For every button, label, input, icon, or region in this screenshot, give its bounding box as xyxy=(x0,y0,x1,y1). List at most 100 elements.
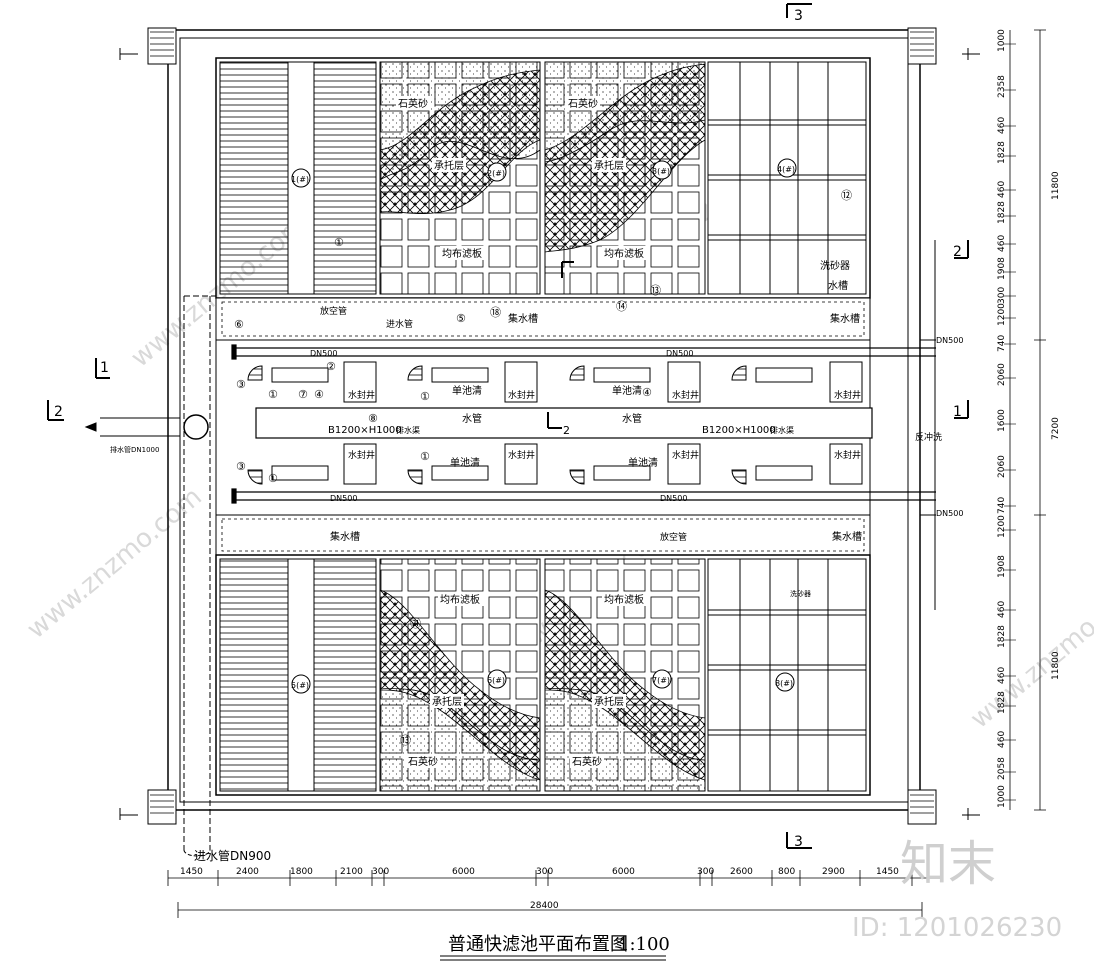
callout-4b: ④ xyxy=(642,386,652,399)
label-pipe-bot: DN500 xyxy=(330,494,357,503)
callout-13b: ⑬ xyxy=(400,734,411,747)
label-trough-bottom-right: 集水槽 xyxy=(832,530,862,543)
label-gravel-2: 石英砂 xyxy=(398,97,428,110)
dim-r-10: 740 xyxy=(997,335,1007,352)
bed-6-label: 6(#) xyxy=(487,676,505,685)
label-channel-1: B1200×H1000 xyxy=(328,425,402,436)
label-pipe-right-top: DN500 xyxy=(936,336,963,345)
callout-2: ② xyxy=(326,360,336,373)
label-feed-top: 进水管 xyxy=(386,318,413,330)
label-drain-bottom: 放空管 xyxy=(660,531,687,543)
outlet-label: 排水管DN1000 xyxy=(110,445,159,454)
dim-b-6: 300 xyxy=(536,867,553,877)
dim-b-total: 28400 xyxy=(530,901,559,911)
label-trough-top-right: 集水槽 xyxy=(830,312,860,325)
inlet-pipe xyxy=(84,295,216,857)
label-trough-bottom: 集水槽 xyxy=(330,530,360,543)
callout-8: ⑧ xyxy=(368,412,378,425)
corner-columns xyxy=(147,27,937,825)
dim-b-8: 300 xyxy=(697,867,714,877)
callout-6: ⑥ xyxy=(234,318,244,331)
dim-b-7: 6000 xyxy=(612,867,635,877)
bed-3-label: 3(#) xyxy=(652,167,670,176)
section-3-bottom: 3 xyxy=(794,834,803,850)
label-support-2: 承托层 xyxy=(434,159,464,172)
watermark-5: www.znzmo.com xyxy=(965,571,1094,734)
callout-3b: ③ xyxy=(236,460,246,473)
label-pipe-top: DN500 xyxy=(310,349,337,358)
callout-21: ㉑ xyxy=(410,617,421,630)
bottom-channel-dashed xyxy=(221,518,865,552)
dim-r-9: 1200 xyxy=(997,303,1007,326)
title-underline xyxy=(440,955,666,961)
dim-r-14: 740 xyxy=(997,497,1007,514)
bed-labels: 1(#) 2(#) 3(#) 4(#) 5(#) 6(#) 7(#) 8(#) xyxy=(291,158,797,694)
label-seal-1: 水封井 xyxy=(348,389,375,401)
dim-r-13: 2060 xyxy=(997,455,1007,478)
label-wash: 洗砂器 xyxy=(820,259,850,272)
label-single-top-r2: 水管 xyxy=(622,412,642,425)
dim-r-3: 1828 xyxy=(997,141,1007,164)
callout-4a: ④ xyxy=(314,388,324,401)
callout-7: ⑦ xyxy=(298,388,308,401)
label-trough-top: 集水槽 xyxy=(508,312,538,325)
dim-b-11: 2900 xyxy=(822,867,845,877)
inner-wall xyxy=(179,37,909,803)
section-1-left: 1 xyxy=(100,360,109,376)
top-channel-dashed xyxy=(221,301,865,337)
bed-1-label: 1(#) xyxy=(291,175,309,184)
dim-r-total-top: 11800 xyxy=(1051,171,1061,200)
section-2-inner: 2 xyxy=(563,424,570,437)
dim-r-23: 1000 xyxy=(997,785,1007,808)
dim-b-0: 1450 xyxy=(180,867,203,877)
right-pipes xyxy=(920,240,936,610)
bed-4-area xyxy=(707,61,867,295)
bed-7-support xyxy=(544,589,706,781)
dim-r-0: 1000 xyxy=(997,29,1007,52)
drain-channel xyxy=(255,407,873,439)
dim-r-16: 1908 xyxy=(997,555,1007,578)
label-gravel-7: 石英砂 xyxy=(572,755,602,768)
bed-6-support xyxy=(379,589,541,781)
label-seal-6: 水封井 xyxy=(508,449,535,461)
bed-5-label: 5(#) xyxy=(291,681,309,690)
dim-r-21: 460 xyxy=(997,731,1007,748)
label-plate-3: 均布滤板 xyxy=(604,247,644,260)
dim-r-total-bot: 11800 xyxy=(1051,651,1061,680)
label-seal-8: 水封井 xyxy=(834,449,861,461)
dim-r-22: 2058 xyxy=(997,757,1007,780)
section-2-left: 2 xyxy=(54,404,63,420)
label-plate-7: 均布滤板 xyxy=(604,593,644,606)
dim-b-1: 2400 xyxy=(236,867,259,877)
label-support-7: 承托层 xyxy=(594,695,624,708)
callout-1b: ① xyxy=(268,388,278,401)
callout-1c: ① xyxy=(420,390,430,403)
corner-marks xyxy=(119,48,980,820)
dim-b-3: 2100 xyxy=(340,867,363,877)
dim-r-12: 1600 xyxy=(997,409,1007,432)
dim-r-15: 1200 xyxy=(997,515,1007,538)
label-plate-2: 均布滤板 xyxy=(442,247,482,260)
top-channel xyxy=(215,297,871,341)
label-support-6: 承托层 xyxy=(432,695,462,708)
material-labels: 石英砂 石英砂 承托层 承托层 均布滤板 均布滤板 均布滤板 均布滤板 承托层 … xyxy=(396,96,850,768)
label-pipe-top-2: DN500 xyxy=(666,349,693,358)
dim-b-5: 6000 xyxy=(452,867,475,877)
bottom-dimensions: 1450 2400 1800 2100 300 6000 300 6000 30… xyxy=(180,867,899,911)
bottom-dimension-lines xyxy=(167,870,930,918)
label-backwash: 反冲洗 xyxy=(915,431,942,443)
callout-1e: ① xyxy=(420,450,430,463)
label-single-bot: 单池清 xyxy=(450,456,480,469)
bed-4-label: 4(#) xyxy=(777,165,795,174)
section-2-right: 2 xyxy=(953,244,962,260)
main-pipes xyxy=(231,344,936,504)
channel-labels: 放空管 进水管 集水槽 集水槽 集水槽 放空管 集水槽 DN500 DN500 … xyxy=(310,305,963,598)
label-single-bot-r: 单池清 xyxy=(628,456,658,469)
drawing-title: 普通快滤池平面布置图 xyxy=(448,934,628,955)
dim-r-4: 460 xyxy=(997,181,1007,198)
label-seal-7: 水封井 xyxy=(672,449,699,461)
callout-14: ⑭ xyxy=(616,300,627,313)
label-channel-note-2: 排水渠 xyxy=(770,425,794,435)
dim-r-18: 1828 xyxy=(997,625,1007,648)
